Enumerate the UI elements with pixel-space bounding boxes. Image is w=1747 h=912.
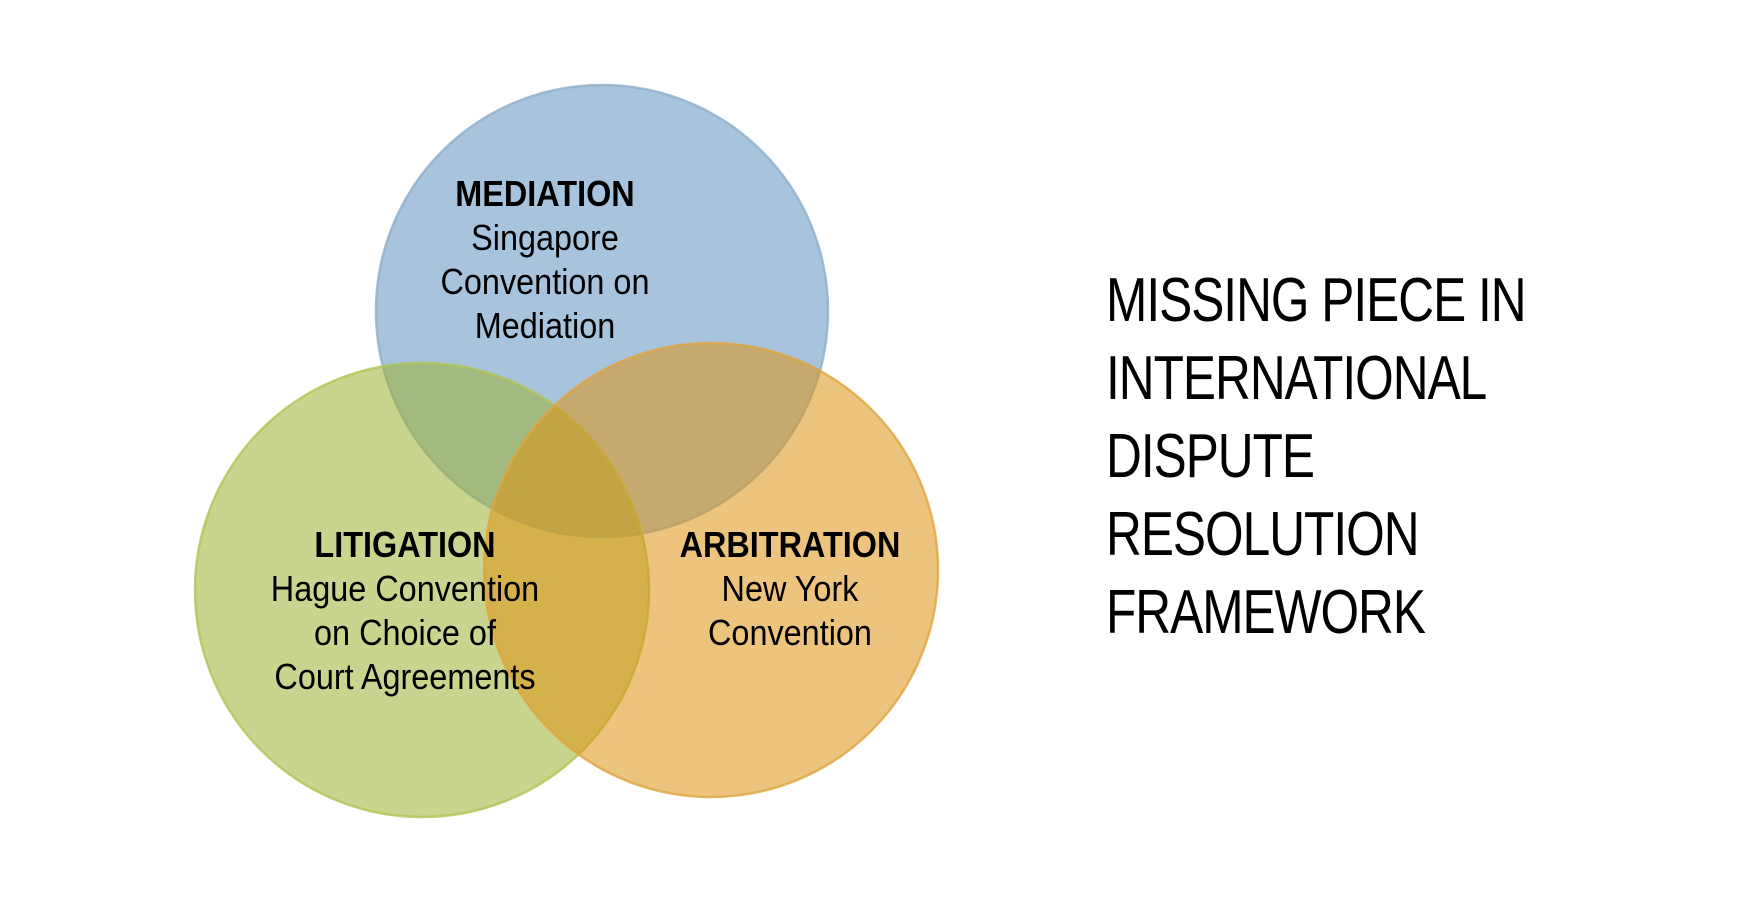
litigation-title: LITIGATION [314, 524, 496, 565]
caption-line-2: INTERNATIONAL [1106, 344, 1487, 413]
caption-line-3: DISPUTE [1106, 422, 1315, 491]
arbitration-title: ARBITRATION [679, 524, 901, 565]
arbitration-line-2: Convention [708, 612, 872, 653]
caption-line-5: FRAMEWORK [1106, 578, 1426, 647]
mediation-line-3: Mediation [474, 305, 616, 346]
caption-line-4: RESOLUTION [1106, 500, 1420, 569]
caption-line-1: MISSING PIECE IN [1106, 266, 1527, 335]
mediation-line-2: Convention on [440, 261, 650, 302]
litigation-line-3: Court Agreements [274, 656, 536, 697]
litigation-line-1: Hague Convention [270, 568, 540, 609]
caption-text: MISSING PIECE IN INTERNATIONAL DISPUTE R… [1106, 262, 1554, 652]
mediation-line-1: Singapore [471, 217, 619, 258]
arbitration-line-1: New York [721, 568, 859, 609]
mediation-label: MEDIATION Singapore Convention on Mediat… [392, 172, 698, 348]
litigation-line-2: on Choice of [314, 612, 496, 653]
arbitration-label: ARBITRATION New York Convention [655, 523, 925, 655]
litigation-label: LITIGATION Hague Convention on Choice of… [252, 523, 558, 699]
mediation-title: MEDIATION [455, 173, 635, 214]
arbitration-circle [482, 341, 940, 799]
